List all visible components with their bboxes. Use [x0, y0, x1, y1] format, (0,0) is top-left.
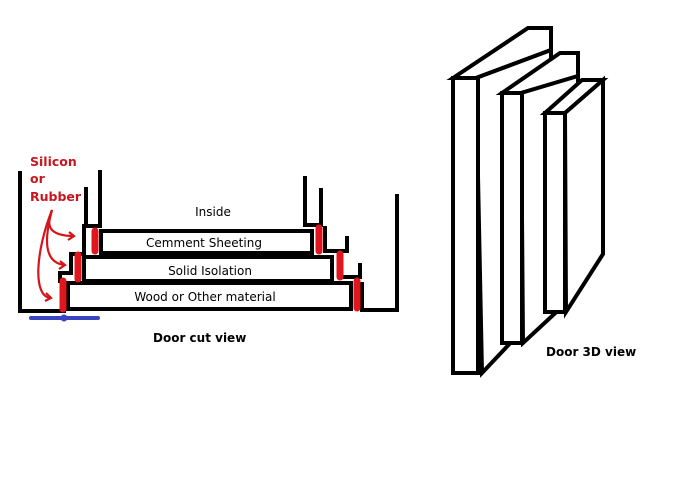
floor-marker-dot — [60, 314, 68, 322]
layer-label-wood: Wood or Other material — [134, 290, 275, 304]
frame-right-outer — [360, 194, 399, 312]
seal-annotation-line-1: Silicon — [30, 154, 77, 169]
layer-wood — [66, 281, 353, 311]
seal-arrows — [37, 209, 76, 302]
arrowhead-2 — [58, 260, 67, 270]
slab-large-front — [451, 76, 480, 375]
seal-annotation-line-2: or — [30, 171, 46, 186]
door-cut-view: Silicon or Rubber Inside Cemment Sheetin… — [18, 154, 399, 345]
frame-right-step — [303, 176, 323, 227]
slab-small-front — [543, 111, 567, 314]
arrowhead-3 — [44, 292, 53, 302]
layer-cement-sheeting — [99, 229, 314, 255]
layer-label-isolation: Solid Isolation — [168, 264, 252, 278]
slab-small-side — [562, 75, 605, 319]
cut-view-title: Door cut view — [153, 331, 246, 345]
slab-small — [539, 75, 609, 319]
arrow-to-seal-3 — [37, 209, 54, 300]
inside-label: Inside — [195, 205, 231, 219]
slab-medium-front — [500, 91, 524, 345]
layer-label-cement: Cemment Sheeting — [146, 236, 262, 250]
frame-right-step-2 — [323, 226, 349, 253]
3d-view-title: Door 3D view — [546, 345, 636, 359]
seal-annotation-line-3: Rubber — [30, 189, 82, 204]
door-3d-view: Door 3D view — [446, 26, 636, 378]
arrowhead-1 — [67, 231, 76, 241]
frame-right-step-3 — [341, 263, 362, 279]
frame-left-outer — [18, 171, 66, 313]
